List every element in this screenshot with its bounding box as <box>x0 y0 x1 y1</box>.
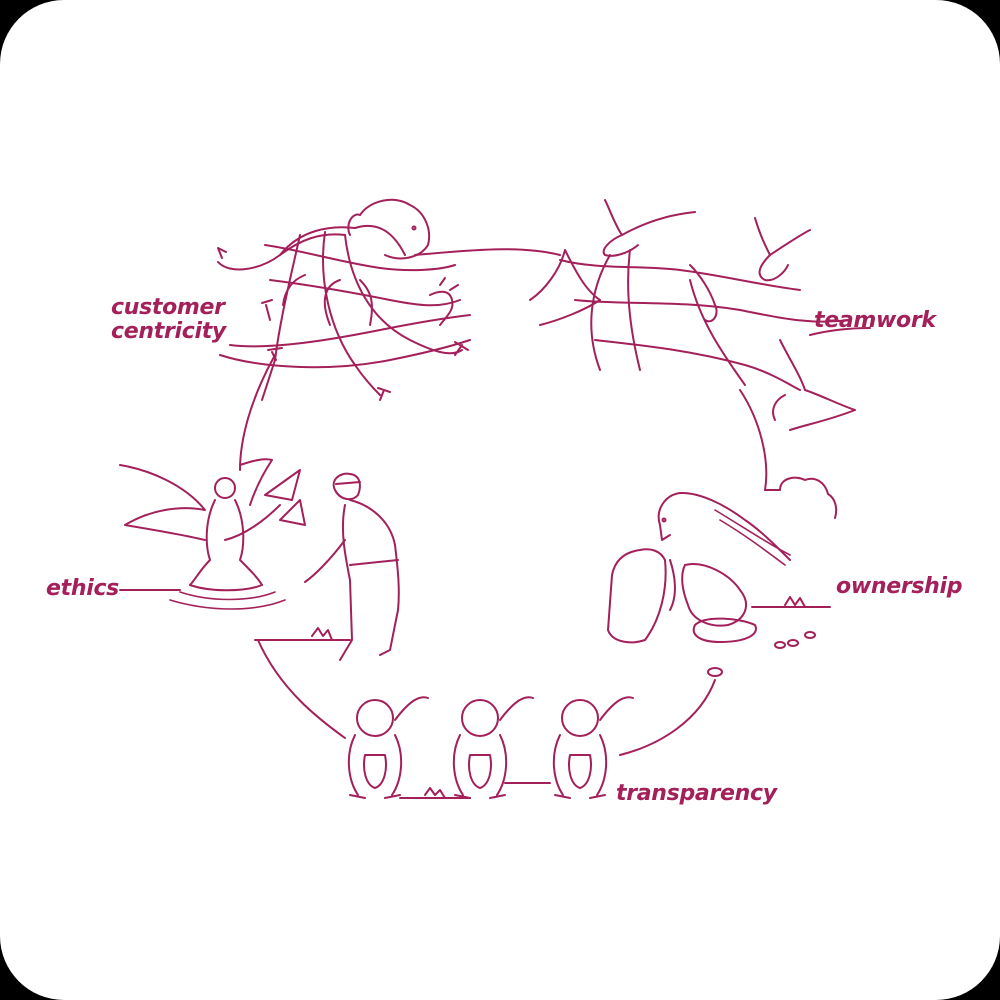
label-customer-line1: customer <box>111 295 225 320</box>
label-customer-centricity: customer centricity <box>111 296 226 344</box>
cycle-path <box>239 248 768 756</box>
label-teamwork: teamwork <box>814 308 936 333</box>
label-transparency: transparency <box>616 781 777 806</box>
doves-illustration <box>529 199 856 431</box>
teamwork-leader-line <box>809 327 871 336</box>
lion-globe-illustration <box>217 198 471 401</box>
label-ethics: ethics <box>46 576 119 601</box>
label-ownership: ownership <box>836 574 963 599</box>
three-monkeys-illustration <box>347 696 634 799</box>
fairy-woodcutter-illustration <box>119 458 400 661</box>
crow-pitcher-illustration <box>607 476 838 677</box>
label-centricity-line2: centricity <box>111 319 226 344</box>
